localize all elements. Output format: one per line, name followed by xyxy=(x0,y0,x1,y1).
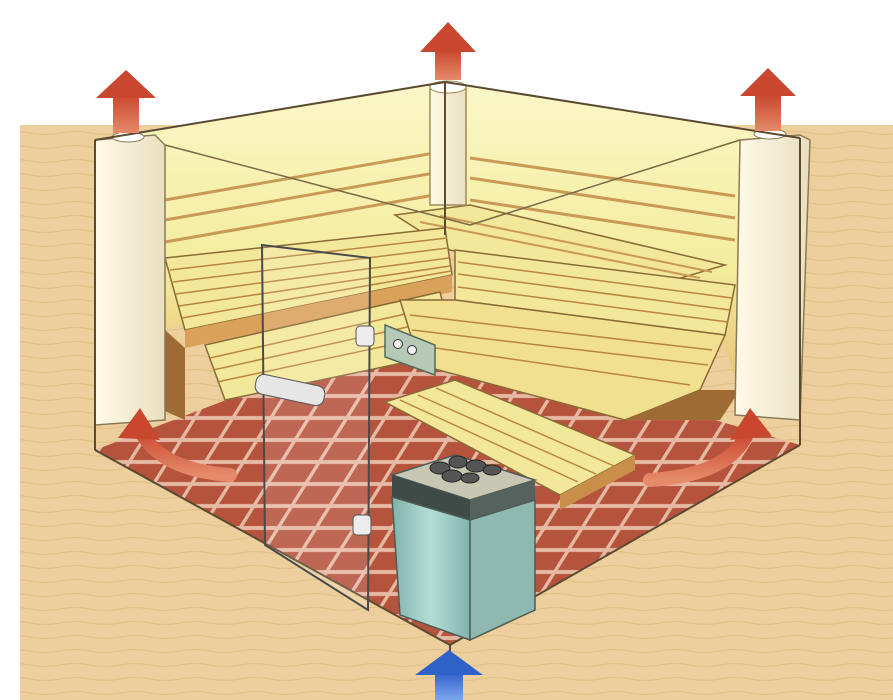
fresh-air-inlet-arrow xyxy=(415,650,483,700)
right-outlet-arrow xyxy=(740,68,796,131)
left-bench xyxy=(140,227,453,420)
control-knob-icon xyxy=(407,345,417,355)
room-outline xyxy=(94,80,801,690)
arrow-up-icon xyxy=(420,22,476,52)
left-wall-slats xyxy=(164,150,441,244)
glass-door xyxy=(254,243,375,612)
arrow-up-icon xyxy=(96,70,156,98)
door-hinge-top xyxy=(355,325,375,347)
sauna-heater xyxy=(389,454,538,642)
left-outlet-arrow xyxy=(96,70,156,133)
arrow-up-icon xyxy=(415,650,483,675)
door-handle xyxy=(254,373,326,407)
foot-bench xyxy=(383,379,637,510)
right-corner-pillar xyxy=(734,128,811,421)
left-circulation-arrow xyxy=(118,408,237,482)
curved-arrow-icon xyxy=(730,408,772,440)
right-wall-slats xyxy=(469,156,736,242)
center-outlet-arrow xyxy=(420,22,476,80)
exhaust-vent-column xyxy=(429,80,467,206)
door-hinge-bottom xyxy=(352,514,372,536)
right-circulation-arrow xyxy=(643,408,772,487)
arrow-up-icon xyxy=(740,68,796,96)
control-panel xyxy=(384,323,436,377)
ceiling-edges xyxy=(164,139,741,226)
right-bench-shadow xyxy=(625,390,740,420)
left-corner-pillar xyxy=(94,131,166,426)
control-knob-icon xyxy=(393,339,403,349)
curved-arrow-icon xyxy=(118,408,160,440)
sauna-stones-icon xyxy=(429,455,502,484)
